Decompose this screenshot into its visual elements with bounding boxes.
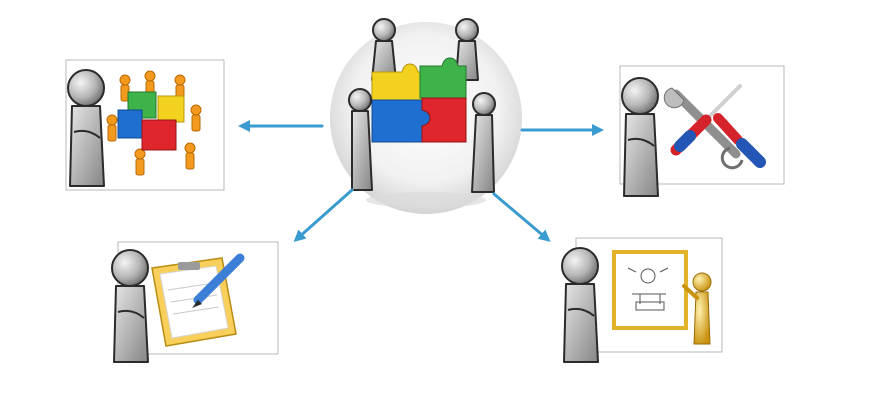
thinking-figure [561,247,599,363]
tools-icon [663,84,766,170]
whiteboard [612,250,688,330]
clipboard-pencil-icon [151,253,245,347]
center-puzzle-team [330,18,522,214]
whiteboard-presenter-icon [612,250,712,345]
thinking-figure [111,249,149,363]
thinking-figure [67,69,105,187]
gold-presenter-figure [682,272,712,345]
arrow-to-bottom-right [492,192,551,242]
thinking-figure [621,77,659,197]
panel-top-left [65,59,225,191]
panel-top-right [619,65,785,197]
arrows [238,120,604,242]
panel-bottom-right [561,237,723,363]
puzzle-team-icon [348,18,496,193]
arrow-to-bottom-left [293,188,354,242]
panel-bottom-left [111,241,279,363]
puzzle-crowd-icon [106,70,202,176]
